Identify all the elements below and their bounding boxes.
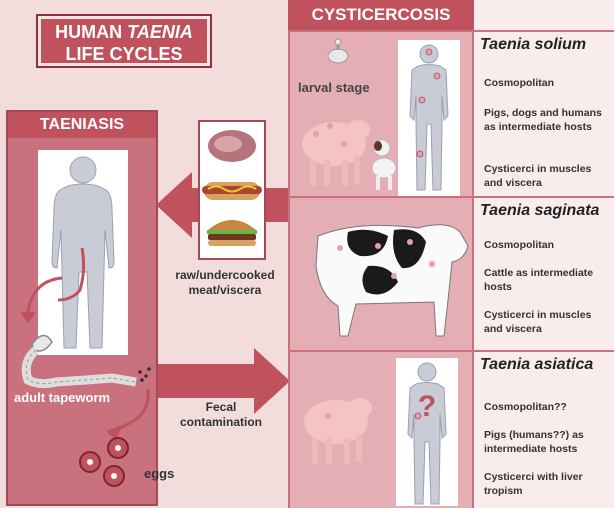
eggs-icon xyxy=(74,434,154,490)
food-icons xyxy=(200,122,264,258)
fecal-label: Fecal contamination xyxy=(166,400,276,430)
diagram-title: HUMAN TAENIA LIFE CYCLES xyxy=(36,14,212,68)
saginata-info-panel: Taenia saginata Cosmopolitan Cattle as i… xyxy=(474,198,614,350)
food-label-line2: meat/viscera xyxy=(160,283,290,298)
solium-fact-2: Pigs, dogs and humans as intermediate ho… xyxy=(484,106,612,134)
cow-icon xyxy=(298,206,472,344)
solium-name: Taenia solium xyxy=(480,36,586,54)
larval-stage-label: larval stage xyxy=(298,80,370,95)
hotdog-icon xyxy=(202,182,262,200)
asiatica-human-icon: ? xyxy=(396,358,458,506)
cysticercosis-heading: CYSTICERCOSIS xyxy=(288,0,474,30)
saginata-name: Taenia saginata xyxy=(480,202,599,220)
adult-tapeworm-label: adult tapeworm xyxy=(14,390,110,405)
eggs-label: eggs xyxy=(144,466,174,481)
dog-icon xyxy=(366,136,400,192)
saginata-fact-1: Cosmopolitan xyxy=(484,238,612,252)
solium-fact-3: Cysticerci in muscles and viscera xyxy=(484,162,612,190)
burger-icon xyxy=(207,220,257,246)
adult-tapeworm-icon xyxy=(16,324,156,394)
asiatica-name: Taenia asiatica xyxy=(480,356,593,374)
title-line2: LIFE CYCLES xyxy=(38,43,210,65)
meat-icon xyxy=(208,130,256,162)
asiatica-pig-icon xyxy=(298,382,376,472)
solium-fact-1: Cosmopolitan xyxy=(484,76,612,90)
asiatica-info-panel: Taenia asiatica Cosmopolitan?? Pigs (hum… xyxy=(474,352,614,508)
asiatica-fact-2: Pigs (humans??) as intermediate hosts xyxy=(484,428,612,456)
cysticercosis-header-spacer xyxy=(474,0,614,30)
saginata-fact-3: Cysticerci in muscles and viscera xyxy=(484,308,612,336)
intestine-arrow-icon xyxy=(10,270,70,330)
food-label-line1: raw/undercooked xyxy=(160,268,290,283)
title-word-taenia: TAENIA xyxy=(127,22,193,42)
asiatica-fact-1: Cosmopolitan?? xyxy=(484,400,612,414)
taeniasis-heading: TAENIASIS xyxy=(8,112,156,138)
food-label: raw/undercooked meat/viscera xyxy=(160,268,290,298)
fecal-label-line1: Fecal xyxy=(166,400,276,415)
title-word-human: HUMAN xyxy=(55,22,122,42)
saginata-fact-2: Cattle as intermediate hosts xyxy=(484,266,612,294)
cysticercus-icon xyxy=(326,38,350,64)
asiatica-fact-3: Cysticerci with liver tropism xyxy=(484,470,612,498)
fecal-label-line2: contamination xyxy=(166,415,276,430)
pig-icon xyxy=(296,104,374,194)
solium-info-panel: Taenia solium Cosmopolitan Pigs, dogs an… xyxy=(474,32,614,196)
solium-human-icon xyxy=(398,40,460,196)
